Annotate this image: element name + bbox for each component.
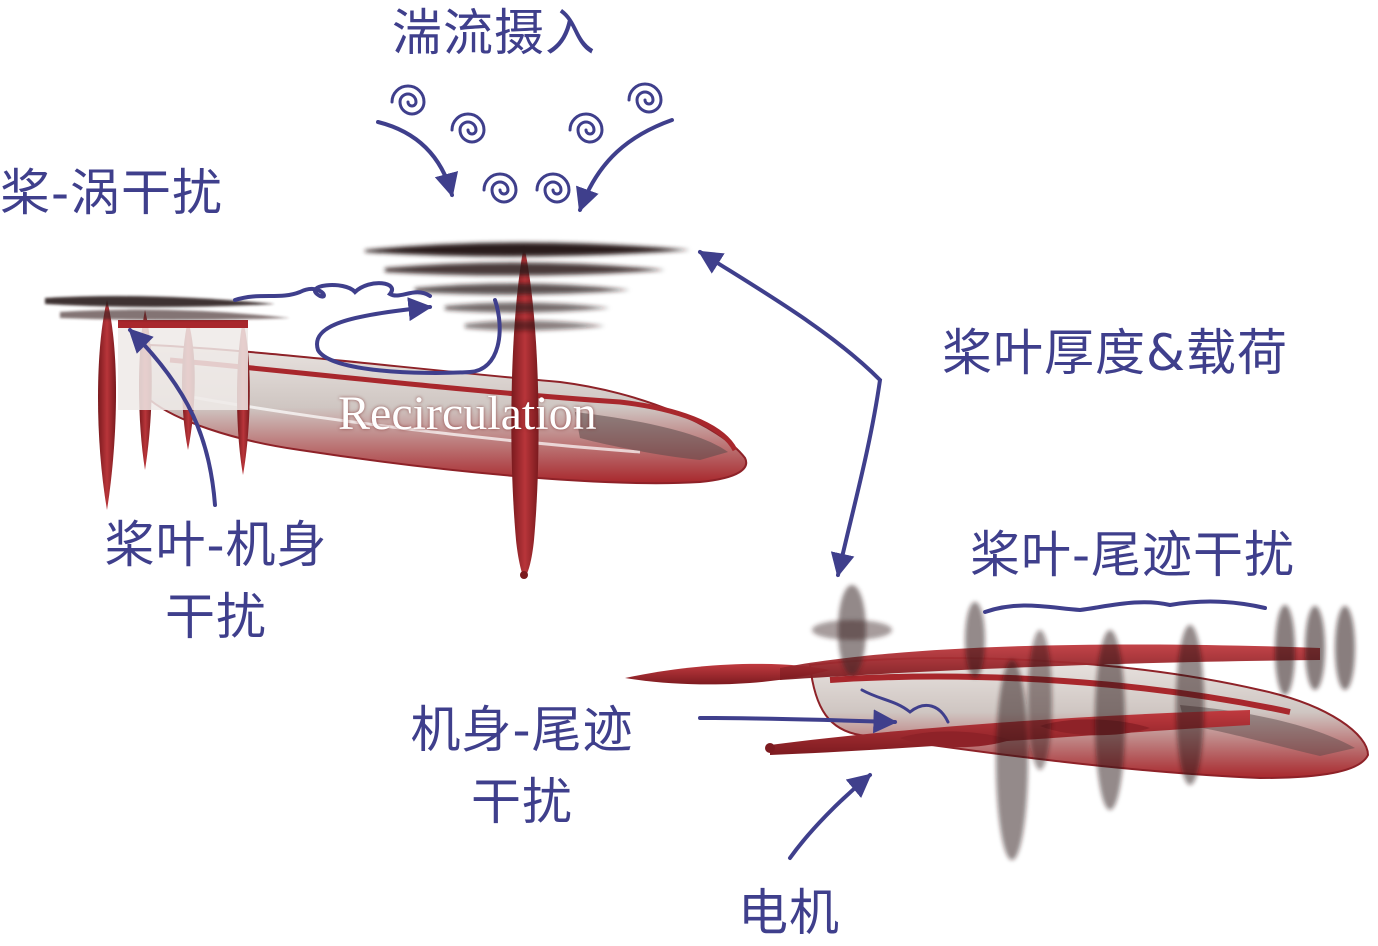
annotations bbox=[128, 82, 1267, 860]
vortex-wake-curve bbox=[233, 281, 432, 302]
label-blade-thickness-load: 桨叶厚度&载荷 bbox=[942, 324, 1288, 382]
label-recirculation: Recirculation bbox=[338, 387, 597, 440]
label-prop-vortex: 桨-涡干扰 bbox=[0, 164, 224, 222]
recirculation-loop bbox=[315, 297, 502, 375]
aircraft-cruise bbox=[625, 585, 1370, 860]
label-fuselage-wake-line1: 机身-尾迹 bbox=[410, 701, 634, 759]
label-fuselage-wake: 机身-尾迹 干扰 bbox=[382, 705, 662, 827]
label-blade-fuselage-line2: 干扰 bbox=[165, 588, 267, 646]
tail-pod-1 bbox=[98, 300, 117, 510]
nose-pod-2 bbox=[625, 663, 830, 685]
blade-fuselage-arrow bbox=[128, 328, 217, 507]
label-blade-wake: 桨叶-尾迹干扰 bbox=[970, 526, 1296, 584]
label-motor: 电机 bbox=[738, 884, 840, 942]
label-blade-fuselage: 桨叶-机身 干扰 bbox=[80, 520, 352, 642]
fuselage-wake-arrow bbox=[698, 709, 898, 734]
label-turbulence-ingestion: 湍流摄入 bbox=[392, 4, 596, 62]
motor-arrow bbox=[788, 773, 872, 860]
label-blade-fuselage-line1: 桨叶-机身 bbox=[104, 516, 328, 574]
vortex-icons bbox=[390, 82, 663, 204]
ingestion-arrow-left bbox=[376, 120, 459, 198]
blade-load-arrow bbox=[697, 250, 883, 578]
label-fuselage-wake-line2: 干扰 bbox=[471, 773, 573, 831]
blade-wake-curve bbox=[983, 599, 1267, 614]
ingestion-arrow-right bbox=[576, 118, 674, 213]
